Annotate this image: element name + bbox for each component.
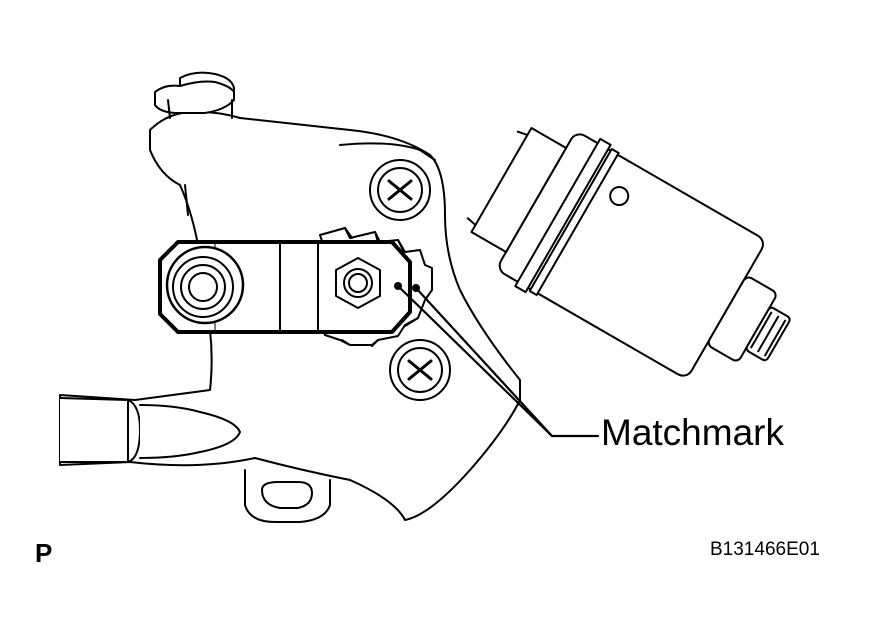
knob-stem (167, 99, 233, 119)
bracket-edge-line (184, 184, 189, 216)
top-knob (154, 71, 235, 114)
matchmark-callout-label: Matchmark (601, 412, 784, 453)
lower-screw (389, 339, 451, 401)
linkage-rod (59, 397, 241, 463)
crank-bushing (165, 245, 245, 325)
upper-screw (369, 159, 431, 221)
bracket-top-rib (339, 142, 436, 161)
lower-tab (244, 469, 331, 523)
knob-detail (179, 80, 235, 93)
hex-nut (335, 257, 381, 309)
view-letter: P (35, 538, 53, 568)
matchmark-leader-lines (396, 284, 600, 438)
motor-housing (466, 127, 791, 377)
figure-code: B131466E01 (710, 539, 820, 560)
